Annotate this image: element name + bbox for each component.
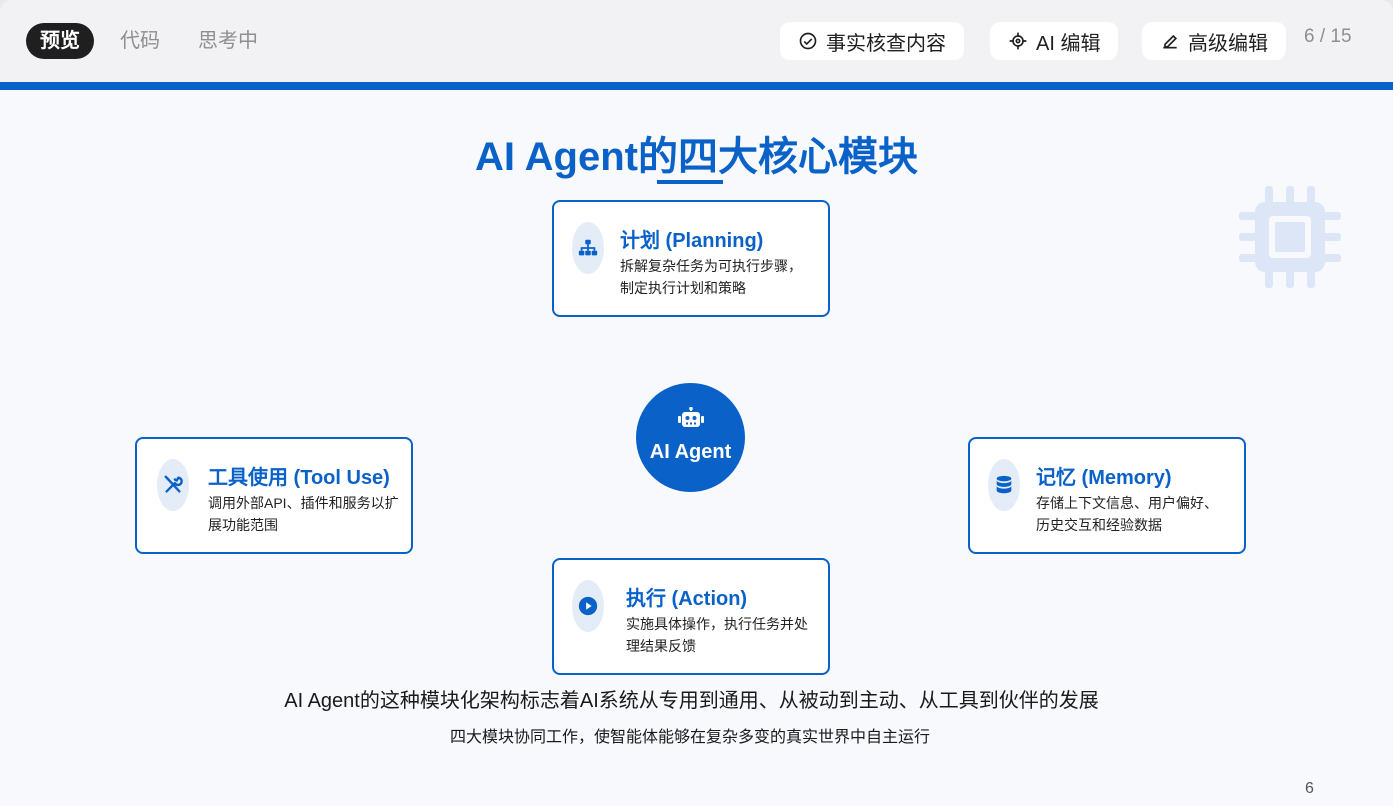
sitemap-icon — [578, 239, 598, 256]
top-toolbar: 预览 代码 思考中 事实核查内容 AI 编辑 高级编辑 6 / 15 — [0, 0, 1393, 82]
slide-title: AI Agent的四大核心模块 — [475, 135, 918, 179]
module-description: 拆解复杂任务为可执行步骤，制定执行计划和策略 — [620, 258, 802, 296]
tab-code[interactable]: 代码 — [120, 30, 160, 52]
accent-bar — [0, 82, 1393, 90]
icon-circle — [157, 459, 189, 511]
pencil-icon — [1163, 34, 1178, 49]
tab-thinking[interactable]: 思考中 — [198, 30, 258, 52]
ai-edit-label: AI 编辑 — [1036, 32, 1101, 55]
summary-main: AI Agent的这种模块化架构标志着AI系统从专用到通用、从被动到主动、从工具… — [284, 690, 1099, 712]
fact-check-label: 事实核查内容 — [826, 32, 946, 55]
ai-agent-hub: AI Agent — [636, 383, 745, 492]
robot-icon — [678, 407, 704, 427]
advanced-edit-label: 高级编辑 — [1188, 32, 1268, 55]
advanced-edit-button[interactable]: 高级编辑 — [1142, 22, 1286, 60]
icon-circle — [988, 459, 1020, 511]
check-circle-icon — [799, 32, 817, 50]
module-card-planning: 计划 (Planning) 拆解复杂任务为可执行步骤，制定执行计划和策略 — [552, 200, 830, 317]
icon-circle — [572, 222, 604, 274]
play-circle-icon — [578, 596, 598, 616]
chip-icon — [1239, 186, 1341, 288]
module-title: 记忆 (Memory) — [1036, 467, 1172, 489]
database-icon — [996, 475, 1012, 494]
crosshair-icon — [1009, 32, 1027, 50]
page-indicator: 6 / 15 — [1304, 26, 1352, 47]
module-card-memory: 记忆 (Memory) 存储上下文信息、用户偏好、历史交互和经验数据 — [968, 437, 1246, 554]
module-description: 实施具体操作，执行任务并处理结果反馈 — [626, 616, 808, 654]
module-card-action: 执行 (Action) 实施具体操作，执行任务并处理结果反馈 — [552, 558, 830, 675]
module-card-tool-use: 工具使用 (Tool Use) 调用外部API、插件和服务以扩展功能范围 — [135, 437, 413, 554]
slide: AI Agent的四大核心模块 计划 (Planning) 拆解复杂任务为可执行… — [0, 82, 1393, 806]
module-description: 调用外部API、插件和服务以扩展功能范围 — [208, 495, 399, 533]
page-number: 6 — [1305, 780, 1314, 797]
module-description: 存储上下文信息、用户偏好、历史交互和经验数据 — [1036, 495, 1218, 533]
ai-edit-button[interactable]: AI 编辑 — [990, 22, 1119, 60]
tab-preview[interactable]: 预览 — [26, 23, 94, 59]
icon-circle — [572, 580, 604, 632]
tools-icon — [164, 475, 183, 493]
module-title: 计划 (Planning) — [620, 230, 764, 252]
fact-check-button[interactable]: 事实核查内容 — [780, 22, 964, 60]
hub-label: AI Agent — [649, 441, 732, 463]
summary-sub: 四大模块协同工作，使智能体能够在复杂多变的真实世界中自主运行 — [449, 729, 930, 746]
module-title: 工具使用 (Tool Use) — [208, 467, 390, 489]
module-title: 执行 (Action) — [626, 588, 748, 610]
title-underline — [657, 180, 723, 184]
